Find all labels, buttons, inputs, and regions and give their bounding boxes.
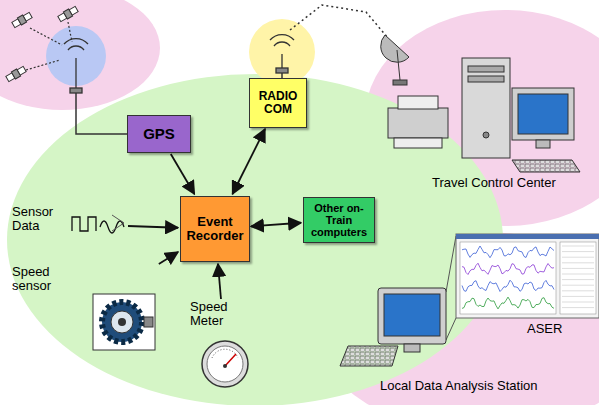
connector-arrow: [251, 223, 301, 227]
analysis-station-equipment: [340, 234, 599, 366]
satellites: [5, 6, 78, 83]
train-region: [7, 74, 503, 405]
speed-meter-node: Speed Meter: [190, 300, 260, 392]
meter-icon: [196, 338, 254, 390]
waveform-icon: [68, 209, 126, 239]
gear-icon: [92, 293, 156, 351]
connector-arrow: [233, 129, 266, 194]
gps-box: GPS: [127, 115, 191, 153]
satellite-signals: [26, 22, 72, 70]
speed-sensor-node: Speed sensor: [12, 265, 158, 355]
node-text: RADIO COM: [250, 90, 306, 116]
on-train-computers-box: Other on-Train computers: [303, 197, 375, 243]
software-label: ASER: [527, 321, 562, 336]
gps-antenna: [64, 39, 127, 134]
node-text: Speed sensor: [12, 265, 72, 294]
connector-arrow: [218, 264, 221, 299]
node-text: Sensor Data: [12, 205, 64, 234]
connector-arrow: [159, 252, 178, 264]
satellite-region: [0, 0, 160, 110]
station-label: Travel Control Center: [432, 175, 556, 190]
event-recorder-box: Event Recorder: [180, 196, 250, 262]
radio-antenna-zone: [249, 19, 315, 85]
connector-arrow: [171, 154, 195, 194]
control-center-equipment: [381, 35, 580, 172]
node-text: GPS: [141, 126, 177, 143]
station-label: Local Data Analysis Station: [380, 378, 538, 393]
radio-box: RADIO COM: [249, 78, 307, 128]
sensor-data-node: Sensor Data: [12, 203, 127, 245]
connector-arrow: [128, 226, 178, 228]
node-text: Event Recorder: [181, 215, 249, 244]
node-text: Speed Meter: [190, 300, 260, 329]
radio-antenna: [270, 5, 388, 78]
node-text: Other on-Train computers: [304, 202, 374, 238]
